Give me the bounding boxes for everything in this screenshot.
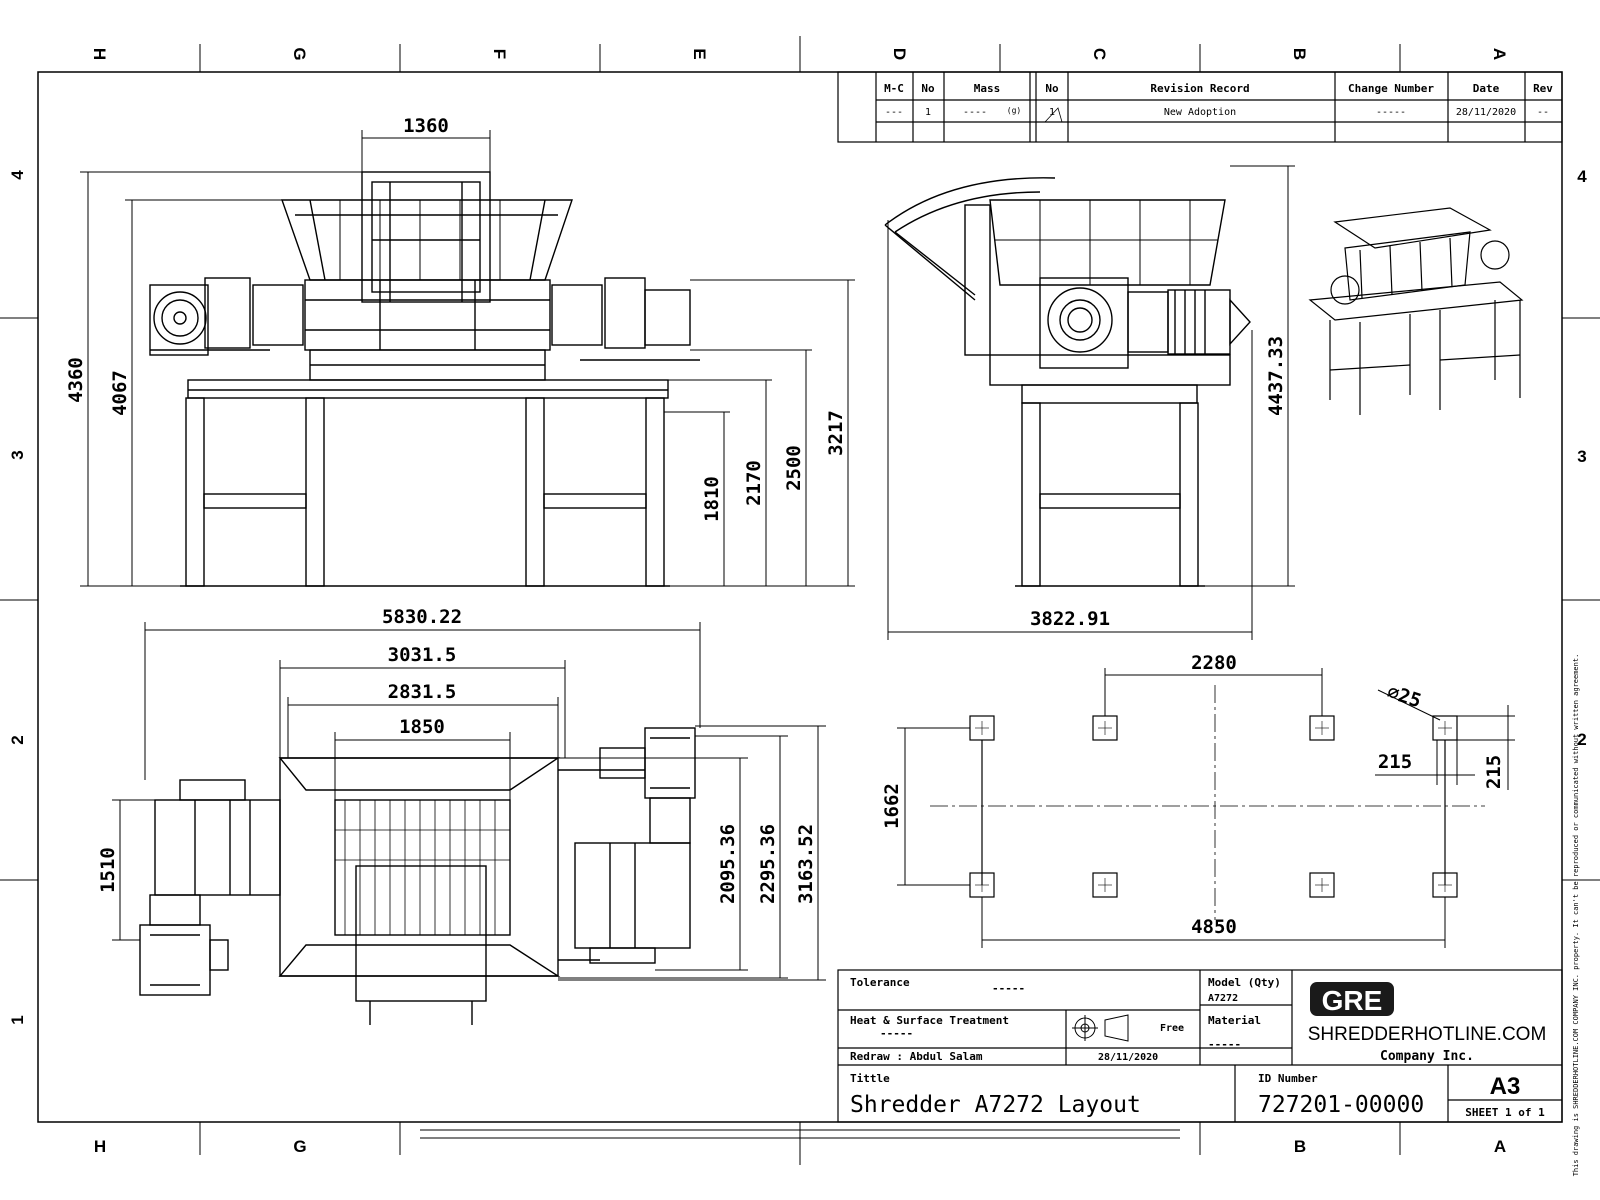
front-view — [149, 171, 700, 587]
tb-redraw-date: 28/11/2020 — [1098, 1052, 1158, 1063]
dim-front-3217: 3217 — [825, 410, 847, 456]
revision-triangle-icon — [1044, 107, 1063, 123]
dim-foundation-pad-w: 215 — [1378, 751, 1412, 773]
tb-model-value: A7272 — [1208, 993, 1238, 1004]
dim-front-2170: 2170 — [743, 460, 765, 506]
isometric-view — [1308, 207, 1524, 415]
tb-heat-label: Heat & Surface Treatment — [850, 1014, 1009, 1027]
rev-cell-change: ----- — [1376, 107, 1406, 118]
tb-title-label: Tittle — [850, 1072, 890, 1085]
rev-cell-record: New Adoption — [1164, 107, 1236, 118]
rev-header-rev: Rev — [1533, 82, 1553, 95]
dim-side-height: 4437.33 — [1265, 336, 1287, 416]
dim-foundation-4850: 4850 — [1191, 916, 1237, 938]
title-block — [837, 969, 1563, 1123]
dim-top-2295: 2295.36 — [757, 824, 779, 904]
rev-cell-no2: 1 — [1049, 107, 1055, 118]
grid-col-f: F — [490, 49, 509, 59]
grid-col-b-bottom: B — [1294, 1137, 1306, 1156]
tb-tolerance-value: ----- — [992, 982, 1025, 995]
grid-col-g: G — [290, 47, 309, 60]
dim-side-width: 3822.91 — [1030, 608, 1110, 630]
rev-header-mc: M-C — [884, 82, 904, 95]
side-copyright-note: This drawing is SHREDDERHOTLINE.COM COMP… — [1572, 654, 1580, 1177]
dim-front-2500: 2500 — [783, 445, 805, 491]
rev-cell-mass-unit: (g) — [1007, 106, 1021, 115]
grid-col-h: H — [90, 48, 109, 60]
company-line1: SHREDDERHOTLINE.COM — [1308, 1024, 1547, 1045]
foundation-plan — [930, 685, 1485, 920]
grid-row-4-right: 4 — [1577, 167, 1587, 186]
grid-col-h-bottom: H — [94, 1137, 106, 1156]
grid-col-b: B — [1290, 48, 1309, 60]
dim-top-1510: 1510 — [97, 847, 119, 893]
dim-front-1360: 1360 — [403, 115, 449, 137]
company-logo: GRE SHREDDERHOTLINE.COM Company Inc. — [1308, 982, 1547, 1064]
tb-heat-value: ----- — [880, 1027, 913, 1040]
rev-cell-rev: -- — [1537, 107, 1549, 118]
dim-top-2831: 2831.5 — [388, 681, 457, 703]
rev-header-record: Revision Record — [1150, 82, 1249, 95]
grid-col-c: C — [1090, 48, 1109, 60]
dim-foundation-1662: 1662 — [881, 783, 903, 829]
rev-cell-mc: --- — [885, 107, 903, 118]
dim-top-3031: 3031.5 — [388, 644, 457, 666]
grid-col-d: D — [890, 48, 909, 60]
tb-size: A3 — [1490, 1073, 1521, 1100]
grid-col-a: A — [1490, 48, 1509, 60]
grid-col-g-bottom: G — [293, 1137, 306, 1156]
company-line2: Company Inc. — [1380, 1049, 1474, 1064]
dim-top-5830: 5830.22 — [382, 606, 462, 628]
tb-tolerance-label: Tolerance — [850, 976, 910, 989]
logo-text: GRE — [1322, 985, 1383, 1016]
dim-top-3163: 3163.52 — [795, 824, 817, 904]
rev-cell-date: 28/11/2020 — [1456, 107, 1516, 118]
tb-projection-note: Free — [1160, 1023, 1184, 1034]
tb-material-value: ----- — [1208, 1038, 1241, 1051]
grid-row-2: 2 — [8, 735, 27, 744]
dim-foundation-2280: 2280 — [1191, 652, 1237, 674]
grid-row-2-right: 2 — [1577, 730, 1586, 749]
tb-id-label: ID Number — [1258, 1072, 1318, 1085]
projection-symbol-icon — [1072, 1014, 1129, 1042]
dim-foundation-diameter: ∅25 — [1384, 681, 1423, 713]
rev-header-no2: No — [1045, 82, 1059, 95]
tb-redraw: Redraw : Abdul Salam — [850, 1050, 983, 1063]
dim-foundation-pad-h: 215 — [1483, 755, 1505, 789]
tb-title-value: Shredder A7272 Layout — [850, 1092, 1141, 1118]
dim-top-2095: 2095.36 — [717, 824, 739, 904]
grid-row-3-right: 3 — [1577, 447, 1586, 466]
rev-header-date: Date — [1473, 82, 1500, 95]
grid-row-4: 4 — [8, 170, 27, 180]
revision-table — [837, 71, 1563, 143]
tb-sheet: SHEET 1 of 1 — [1465, 1106, 1545, 1119]
rev-header-change: Change Number — [1348, 82, 1434, 95]
grid-row-1: 1 — [8, 1015, 27, 1024]
rev-header-mass: Mass — [974, 82, 1001, 95]
rev-cell-mass: ---- — [963, 107, 987, 118]
tb-id-value: 727201-00000 — [1258, 1092, 1424, 1118]
dim-front-4067: 4067 — [109, 370, 131, 416]
dim-front-1810: 1810 — [701, 476, 723, 522]
grid-row-3: 3 — [8, 450, 27, 459]
grid-col-a-bottom: A — [1494, 1137, 1506, 1156]
side-view — [884, 177, 1251, 587]
grid-col-e: E — [690, 48, 709, 59]
rev-cell-no: 1 — [925, 107, 931, 118]
tb-model-label: Model (Qty) — [1208, 976, 1281, 989]
dim-top-1850: 1850 — [399, 716, 445, 738]
rev-header-no: No — [921, 82, 935, 95]
dim-front-4360: 4360 — [65, 357, 87, 403]
drawing-frame — [37, 71, 1563, 1123]
tb-material-label: Material — [1208, 1014, 1261, 1027]
